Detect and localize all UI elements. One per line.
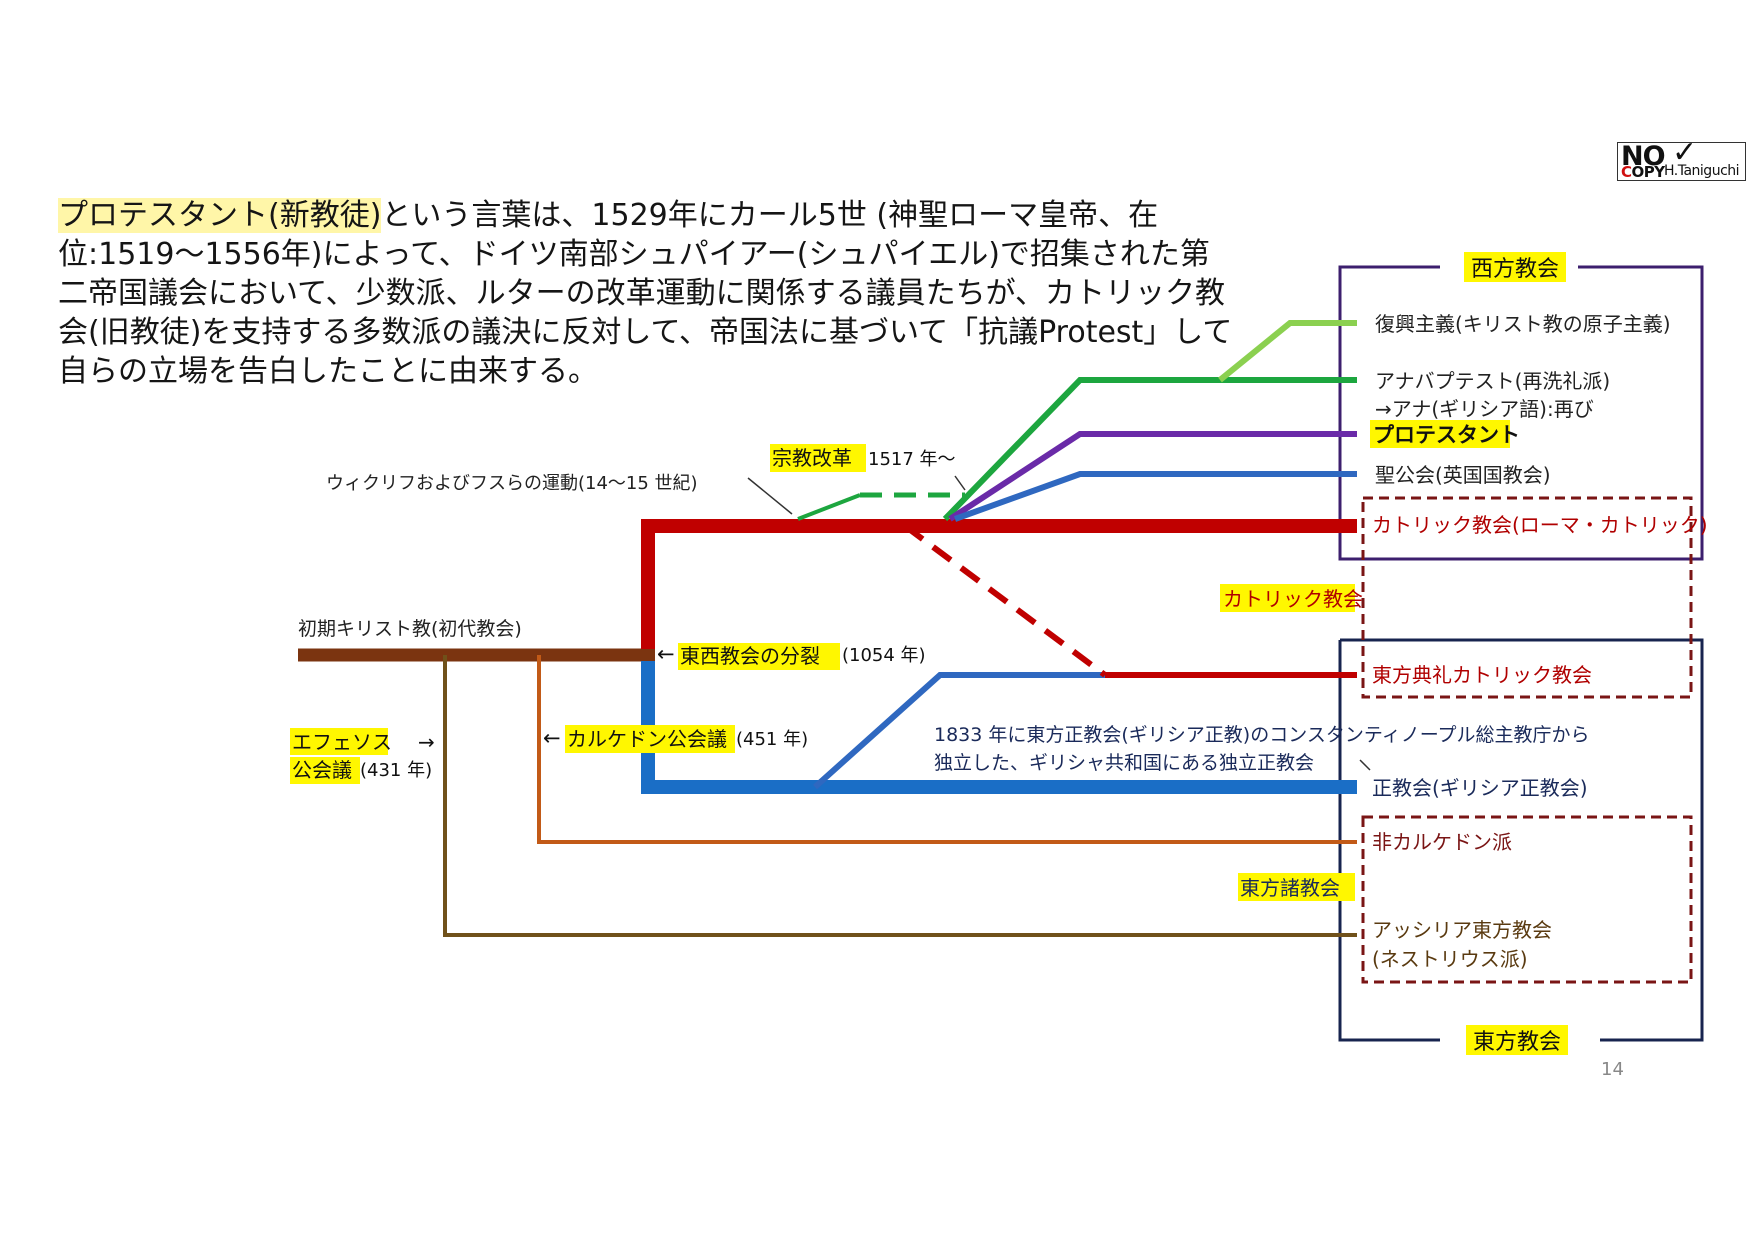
schism-year: (1054 年)	[842, 645, 926, 666]
early-christianity-label: 初期キリスト教(初代教会)	[298, 618, 522, 640]
western-church-frame	[1338, 265, 1704, 561]
anglican-branch-line	[953, 471, 1357, 522]
wycliffe-label: ウィクリフおよびフスらの運動(14〜15 世紀)	[326, 473, 698, 494]
chalcedon-label: カルケドン公会議	[567, 727, 727, 751]
page-number: 14	[1601, 1059, 1624, 1080]
greek-orthodox-note-2: 独立した、ギリシャ共和国にある独立正教会	[934, 752, 1314, 774]
catholic-group-box	[1361, 496, 1693, 699]
catholic-branch-line	[641, 519, 1357, 649]
chalcedon-year: (451 年)	[736, 729, 808, 750]
orthodox-label: 正教会(ギリシア正教会)	[1372, 776, 1588, 800]
ephesus-council-label: 公会議	[292, 758, 352, 782]
wycliffe-pointer	[747, 477, 793, 515]
no-copy-watermark: NO ✓ COPY H.Taniguchi	[1617, 135, 1746, 181]
greek-orthodox-pointer	[1359, 759, 1371, 771]
eastern-catholic-dashed-line	[903, 523, 1107, 678]
watermark-author: H.Taniguchi	[1664, 163, 1740, 179]
ephesus-label: エフェソス	[292, 730, 392, 754]
watermark-no: NO	[1621, 141, 1666, 172]
roman-catholic-label: カトリック教会(ローマ・カトリック)	[1372, 513, 1708, 537]
protestant-label: プロテスタント	[1373, 423, 1520, 447]
protestant-highlight: プロテスタント(新教徒)	[58, 198, 382, 233]
reformation-year: 1517 年〜	[868, 449, 956, 470]
chalcedon-arrow: ←	[543, 726, 561, 750]
non-chalcedonian-label: 非カルケドン派	[1372, 830, 1512, 854]
intro-paragraph: プロテスタント(新教徒)という言葉は、1529年にカール5世 (神聖ローマ皇帝、…	[58, 196, 1238, 391]
assyrian-label: アッシリア東方教会	[1372, 918, 1552, 942]
ephesus-arrow: →	[418, 730, 435, 754]
greek-orthodox-note-1: 1833 年に東方正教会(ギリシア正教)のコンスタンティノープル総主教庁から	[934, 724, 1590, 746]
schism-arrow: ←	[657, 642, 675, 666]
reformation-label: 宗教改革	[772, 446, 852, 470]
anabaptist-label: アナバプテスト(再洗礼派)	[1375, 369, 1610, 393]
greek-orthodox-branch-line	[812, 672, 1105, 790]
eastern-church-label: 東方教会	[1473, 1030, 1561, 1055]
wycliffe-line	[797, 493, 861, 521]
western-church-label: 西方教会	[1471, 257, 1559, 282]
anglican-label: 聖公会(英国国教会)	[1375, 463, 1551, 487]
assyrian-branch-line	[443, 655, 1357, 937]
eastern-churches-group-box	[1361, 815, 1693, 984]
orthodox-branch-line	[641, 661, 1357, 794]
intro-text: という言葉は、1529年にカール5世 (神聖ローマ皇帝、在位:1519〜1556…	[58, 198, 1233, 389]
ephesus-year: (431 年)	[360, 760, 432, 781]
restoration-label: 復興主義(キリスト教の原子主義)	[1375, 312, 1671, 336]
anabaptist-branch-line	[942, 377, 1357, 522]
restoration-branch-line	[1218, 320, 1357, 383]
eastern-churches-group-label: 東方諸教会	[1240, 876, 1340, 900]
eastern-church-frame	[1338, 638, 1704, 1042]
protestant-branch-line	[948, 431, 1357, 522]
nestorian-label: (ネストリウス派)	[1372, 947, 1528, 971]
schism-label: 東西教会の分裂	[680, 644, 820, 668]
eastern-catholic-label: 東方典礼カトリック教会	[1372, 663, 1592, 687]
non-chalcedonian-branch-line	[537, 655, 1357, 844]
catholic-group-label: カトリック教会	[1223, 587, 1363, 611]
reformation-pointer	[954, 475, 966, 491]
check-icon: ✓	[1672, 135, 1698, 170]
anabaptist-note: →アナ(ギリシア語):再び	[1375, 397, 1594, 421]
watermark-copy: COPY	[1621, 163, 1665, 181]
